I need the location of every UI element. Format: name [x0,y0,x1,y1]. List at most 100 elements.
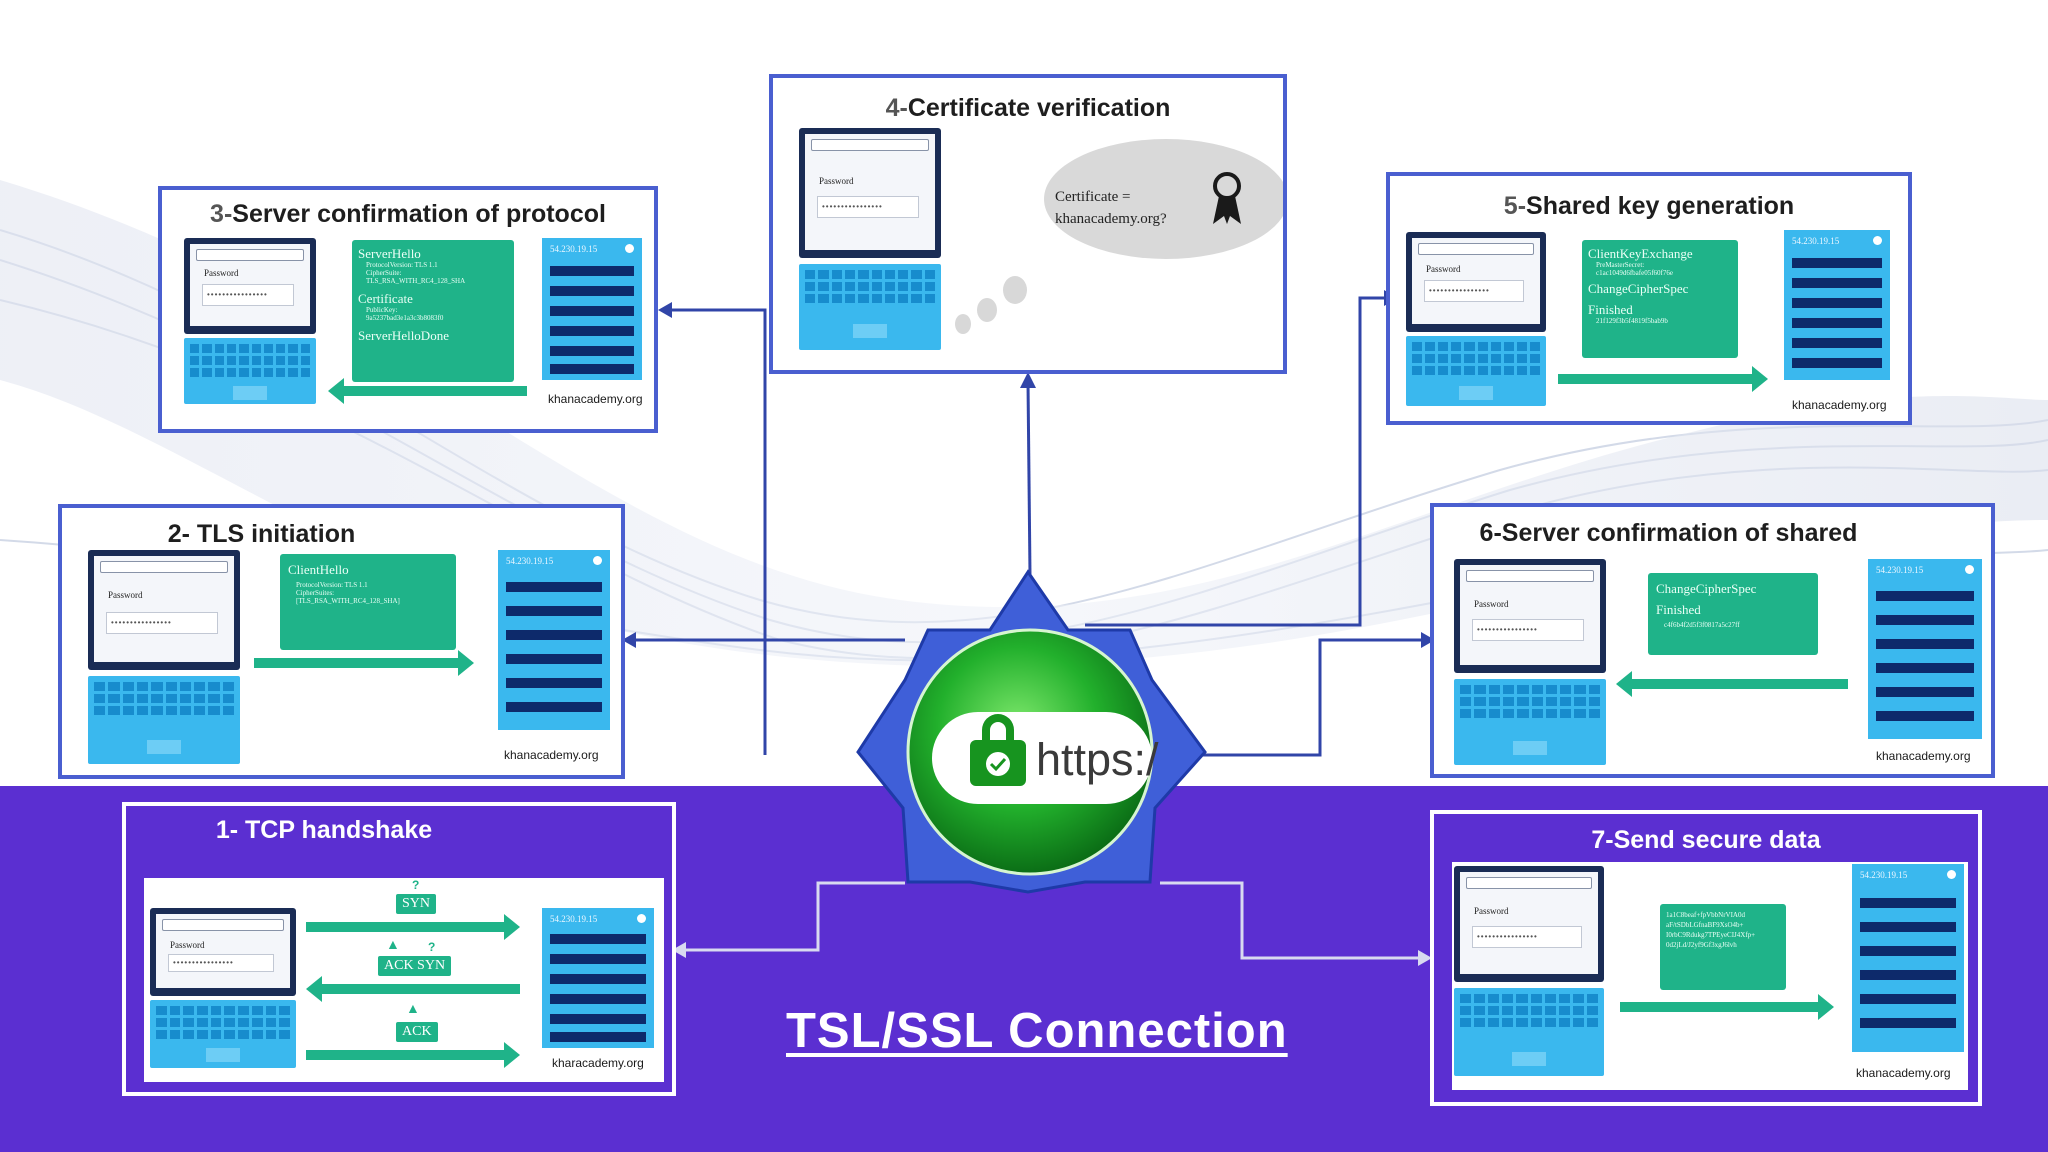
connector-lines [630,296,1425,757]
arrow-right [306,1042,520,1068]
thumbs-up-icon: ▲ [386,936,400,952]
arrow-right [306,914,520,940]
finished-label: Finished [1656,602,1701,617]
arrow-right [254,650,474,676]
step-5-panel: 5-Shared key generation Password •••••••… [1386,172,1912,425]
step-4-panel: 4-Certificate verification Password ••••… [769,74,1287,374]
msg-line: CipherSuite: [366,269,402,277]
password-field: •••••••••••••••• [106,612,218,634]
server-ip: 54.230.19.15 [1792,236,1840,246]
thumbs-up-icon: ▲ [406,1000,420,1016]
step-1-number: 1- [215,816,239,844]
certificate-ribbon-icon [1213,172,1241,224]
step-3-number: 3- [210,200,233,228]
password-label: Password [108,590,143,600]
change-cipher-spec-message: ChangeCipherSpec Finished c4f6b4f2d5f3f0… [1648,573,1818,655]
step-3-title-text: Server confirmation of protocol [232,200,606,228]
step-1-panel: 1- TCP handshake Password ••••••••••••••… [122,802,676,1096]
step-6-panel: 6-Server confirmation of shared Password… [1430,503,1995,778]
server-domain: khanacademy.org [1792,398,1887,412]
encrypted-data-message: 1a1C8beaf+fpVbbNrVIA0d aF/tSDbLGfnaBF9Xs… [1660,904,1786,990]
msg-line: ProtocolVersion: TLS 1.1 [296,581,368,589]
server-hello-message: ServerHello ProtocolVersion: TLS 1.1 Cip… [352,240,514,382]
step-2-number: 2- [167,520,190,548]
certificate-label: Certificate [358,291,413,306]
client-key-exchange-message: ClientKeyExchange PreMasterSecret: c1ac1… [1582,240,1738,358]
password-field: •••••••••••••••• [1424,280,1524,302]
connector-arrowheads-light [672,942,1432,966]
client-hello-message: ClientHello ProtocolVersion: TLS 1.1 Cip… [280,554,456,650]
msg-line: 9a5237bad3e1a3c3b8083f0 [366,314,444,322]
server-box: 54.230.19.15 [1868,559,1982,739]
cipher-line: 0d2jLd/J2yf9Gf3xgJ6lvh [1666,941,1737,949]
client-laptop: Password •••••••••••••••• [88,550,240,764]
msg-line: TLS_RSA_WITH_RC4_128_SHA [366,277,466,285]
password-field: •••••••••••••••• [817,196,919,218]
certificate-question: Certificate = khanacademy.org? [1055,186,1167,230]
server-ip: 54.230.19.15 [1860,870,1908,880]
step-7-content: Password •••••••••••••••• 1a1C8beaf+fpVb… [1452,862,1968,1090]
client-laptop: Password •••••••••••••••• [1406,232,1546,406]
cipher-line: I0rbC9Rdukg7TPEyeCIJ4Xfp+ [1666,931,1756,939]
server-box: 54.230.19.15 [542,908,654,1048]
step-3-title: 3-Server confirmation of protocol [162,200,654,229]
msg-line: CipherSuites: [296,589,335,597]
step-4-title: 4-Certificate verification [773,94,1283,123]
step-5-title-text: Shared key generation [1526,192,1795,220]
step-4-title-text: Certificate verification [907,94,1171,122]
syn-label: SYN [396,894,437,914]
password-field: •••••••••••••••• [202,284,294,306]
server-box: 54.230.19.15 [542,238,642,380]
msg-line: PreMasterSecret: [1596,261,1645,269]
password-label: Password [1474,599,1509,609]
padlock-icon [970,714,1026,786]
change-cipher-spec-label: ChangeCipherSpec [1588,281,1689,296]
password-label: Password [819,176,854,186]
server-hello-label: ServerHello [358,246,421,261]
step-1-title-text: TCP handshake [238,816,433,844]
step-6-title: 6-Server confirmation of shared [1434,519,1991,548]
server-domain: khanacademy.org [548,392,643,406]
client-laptop: Password •••••••••••••••• [799,128,941,350]
question-mark: ? [428,940,436,954]
step-6-title-text: Server confirmation of shared [1501,519,1858,547]
step-1-content: Password •••••••••••••••• ? SYN ▲ ? ACK … [144,878,664,1082]
arrow-left [328,378,527,404]
https-badge: https:/ [856,569,1207,894]
password-label: Password [1426,264,1461,274]
step-2-title: 2- TLS initiation [62,520,621,549]
server-ip: 54.230.19.15 [550,244,598,254]
step-7-number: 7- [1591,826,1614,854]
thought-bubble [955,139,1283,334]
finished-label: Finished [1588,302,1633,317]
server-domain: kharacademy.org [552,1056,644,1070]
arrow-left [1616,671,1848,697]
server-ip: 54.230.19.15 [1876,565,1924,575]
question-mark: ? [412,878,420,892]
client-key-exchange-label: ClientKeyExchange [1588,246,1693,261]
bubble-line-1: Certificate = [1055,189,1131,205]
arrow-right [1620,994,1834,1020]
password-label: Password [1474,906,1509,916]
msg-line: [TLS_RSA_WITH_RC4_128_SHA] [296,597,400,605]
password-label: Password [204,268,239,278]
ack-label: ACK [396,1022,438,1042]
server-box: 54.230.19.15 [1852,864,1964,1052]
https-label: https:/ [1036,734,1159,785]
password-field: •••••••••••••••• [1472,926,1582,948]
step-5-number: 5- [1503,192,1527,220]
step-6-number: 6- [1479,519,1502,547]
step-5-title: 5-Shared key generation [1390,192,1908,221]
client-laptop: Password •••••••••••••••• [1454,866,1604,1076]
step-7-title-text: Send secure data [1613,826,1821,854]
step-7-panel: 7-Send secure data Password ••••••••••••… [1430,810,1982,1106]
server-box: 54.230.19.15 [498,550,610,730]
msg-line: 21f129f3b5f4819f5bab9b [1596,317,1668,325]
step-1-title: 1- TCP handshake [126,816,672,845]
server-hello-done-label: ServerHelloDone [358,328,449,343]
step-7-title: 7-Send secure data [1434,826,1978,855]
msg-line: c4f6b4f2d5f3f0817a5c27ff [1664,621,1740,629]
step-2-panel: 2- TLS initiation Password •••••••••••••… [58,504,625,779]
password-field: •••••••••••••••• [1472,619,1584,641]
